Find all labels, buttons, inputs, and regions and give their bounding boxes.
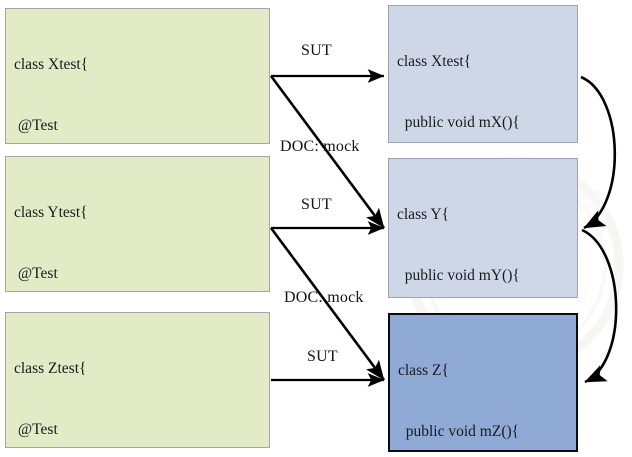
class-box-x[interactable]: class Xtest{ public void mX(){ //code wi… bbox=[388, 5, 578, 143]
code-line: @Test bbox=[14, 117, 58, 135]
arrow-dependency-x-to-y bbox=[580, 75, 617, 230]
code-line: class Xtest{ bbox=[14, 56, 89, 74]
code-line: class Ztest{ bbox=[14, 360, 87, 378]
edge-label-sut-ytest-y: SUT bbox=[301, 196, 332, 213]
edge-label-doc-ytest-z: DOC: mock bbox=[284, 289, 364, 306]
code-line: @Test bbox=[14, 265, 58, 283]
edge-label-sut-ztest-z: SUT bbox=[307, 348, 338, 365]
class-box-xtest[interactable]: class Xtest{ @Test public void testMX(){… bbox=[5, 8, 270, 144]
code-line: class Z{ bbox=[398, 362, 449, 380]
edge-label-doc-xtest-y: DOC: mock bbox=[280, 138, 360, 155]
code-line: public void mZ(){ bbox=[398, 423, 520, 441]
code-line: class Ytest{ bbox=[14, 204, 88, 222]
code-line: public void mY(){ bbox=[397, 267, 520, 285]
code-line: class Y{ bbox=[397, 206, 450, 224]
class-box-ztest[interactable]: class Ztest{ @Test public void testMZ(){… bbox=[5, 312, 270, 448]
arrow-dependency-y-to-z bbox=[581, 228, 618, 384]
class-box-ytest[interactable]: class Ytest{ @Test public void testMY(){… bbox=[5, 156, 270, 292]
class-box-y[interactable]: class Y{ public void mY(){ //code with Z… bbox=[388, 158, 578, 298]
code-line: public void mX(){ bbox=[397, 114, 520, 132]
edge-label-sut-xtest-x: SUT bbox=[301, 42, 332, 59]
class-box-z[interactable]: class Z{ public void mZ(){ //code } } bbox=[388, 313, 578, 452]
code-line: @Test bbox=[14, 421, 58, 439]
code-line: class Xtest{ bbox=[397, 53, 472, 71]
